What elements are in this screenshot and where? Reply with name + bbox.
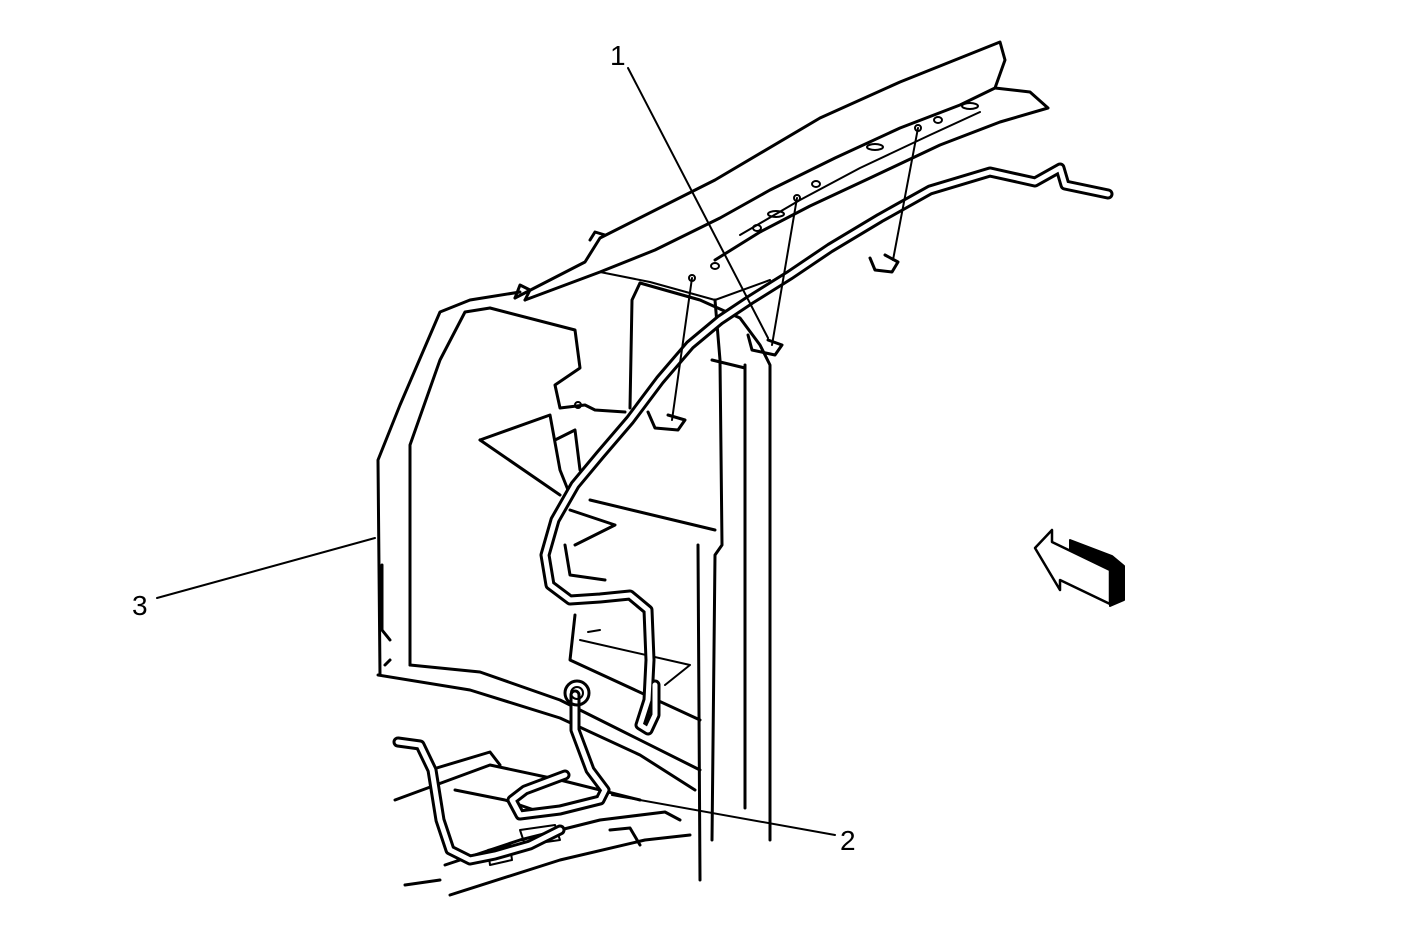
b-pillar [628, 281, 772, 882]
callout-2: 2 [840, 825, 856, 856]
clip-upper-right [868, 124, 922, 274]
inner-panel [478, 306, 717, 722]
clip-middle [646, 274, 696, 432]
callout-leaders [156, 67, 836, 836]
callout-3: 3 [132, 590, 148, 621]
leader-1 [627, 67, 769, 339]
leader-3 [156, 537, 376, 599]
wire-harness [392, 162, 1114, 866]
harness-clips [646, 124, 922, 432]
leader-2 [611, 794, 836, 836]
side-panel [376, 290, 702, 792]
roof-rail [513, 40, 1050, 302]
floor-sill [393, 750, 692, 897]
callout-1: 1 [610, 40, 626, 71]
direction-arrow-icon [1033, 528, 1125, 607]
clip-pillar-top [746, 194, 801, 357]
